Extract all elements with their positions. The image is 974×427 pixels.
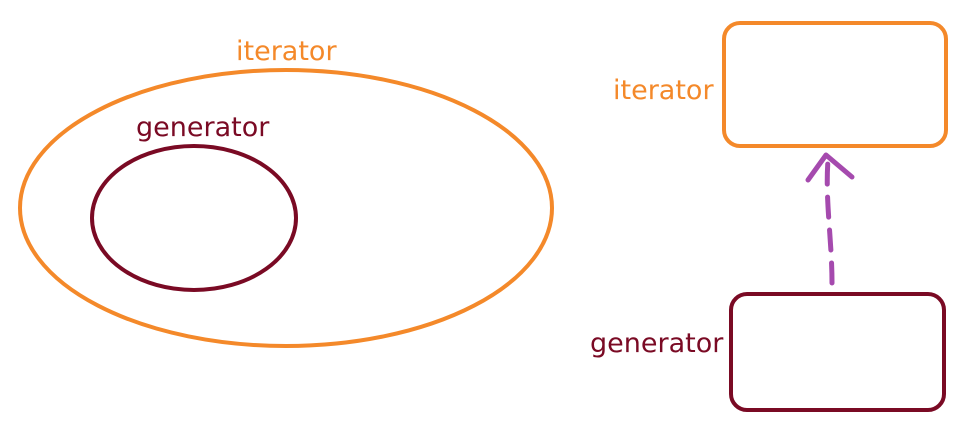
iterator-box-label: iterator (613, 75, 714, 106)
generator-ellipse (90, 144, 298, 292)
venn-diagram: iterator generator (18, 36, 554, 348)
iterator-box (722, 21, 948, 148)
dashed-arrow-shaft (824, 157, 835, 286)
arrowhead-icon (805, 152, 855, 183)
iterator-ellipse-label: iterator (236, 36, 337, 67)
iterator-ellipse (18, 68, 554, 348)
generator-ellipse-label: generator (136, 112, 270, 143)
hierarchy-diagram: iterator generator (590, 21, 948, 412)
generator-box (729, 292, 946, 412)
generator-box-label: generator (590, 328, 724, 359)
